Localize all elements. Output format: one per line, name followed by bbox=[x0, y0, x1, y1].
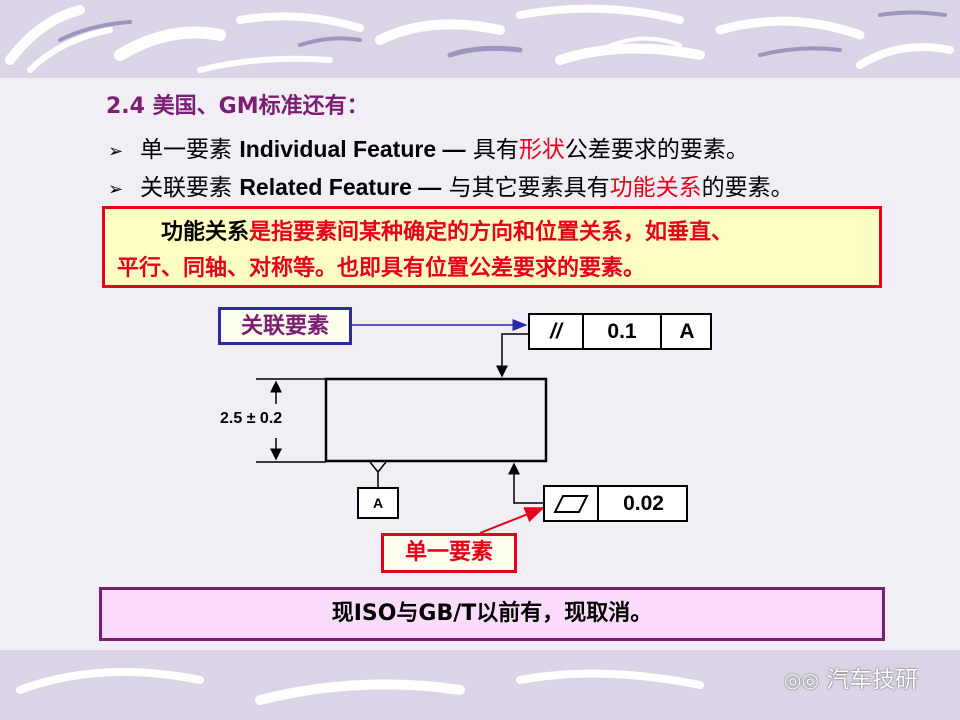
part-rectangle bbox=[324, 377, 548, 463]
wechat-icon: ◎◎ bbox=[784, 668, 819, 692]
bullet-related-feature: ➢关联要素 Related Feature — 与其它要素具有功能关系的要素。 bbox=[108, 174, 794, 201]
watermark: ◎◎ 汽车技研 bbox=[784, 667, 919, 693]
dimension-label: 2.5 ± 0.2 bbox=[220, 410, 283, 427]
bottom-note: 现ISO与GB/T以前有，现取消。 bbox=[99, 587, 885, 641]
arrow-bullet-icon: ➢ bbox=[108, 141, 124, 162]
flatness-symbol-icon bbox=[545, 487, 599, 520]
flatness-tolerance: 0.02 bbox=[623, 491, 664, 515]
flatness-control-frame: 0.02 bbox=[543, 485, 688, 522]
arrow-bullet-icon: ➢ bbox=[108, 179, 124, 200]
parallelism-control-frame: // 0.1 A bbox=[528, 313, 712, 350]
parallelism-symbol-icon: // bbox=[530, 315, 584, 348]
parallelism-datum: A bbox=[679, 319, 695, 343]
parallelism-tolerance: 0.1 bbox=[584, 315, 662, 348]
definition-box: 功能关系是指要素间某种确定的方向和位置关系，如垂直、 平行、同轴、对称等。也即具… bbox=[102, 206, 882, 288]
single-feature-label: 单一要素 bbox=[381, 533, 517, 573]
bullet-individual-feature: ➢单一要素 Individual Feature — 具有形状公差要求的要素。 bbox=[108, 136, 749, 163]
related-feature-label: 关联要素 bbox=[218, 307, 352, 345]
datum-feature-label: A bbox=[357, 487, 399, 519]
definition-lead: 功能关系 bbox=[161, 220, 250, 245]
section-heading: 2.4 美国、GM标准还有： bbox=[106, 94, 369, 119]
